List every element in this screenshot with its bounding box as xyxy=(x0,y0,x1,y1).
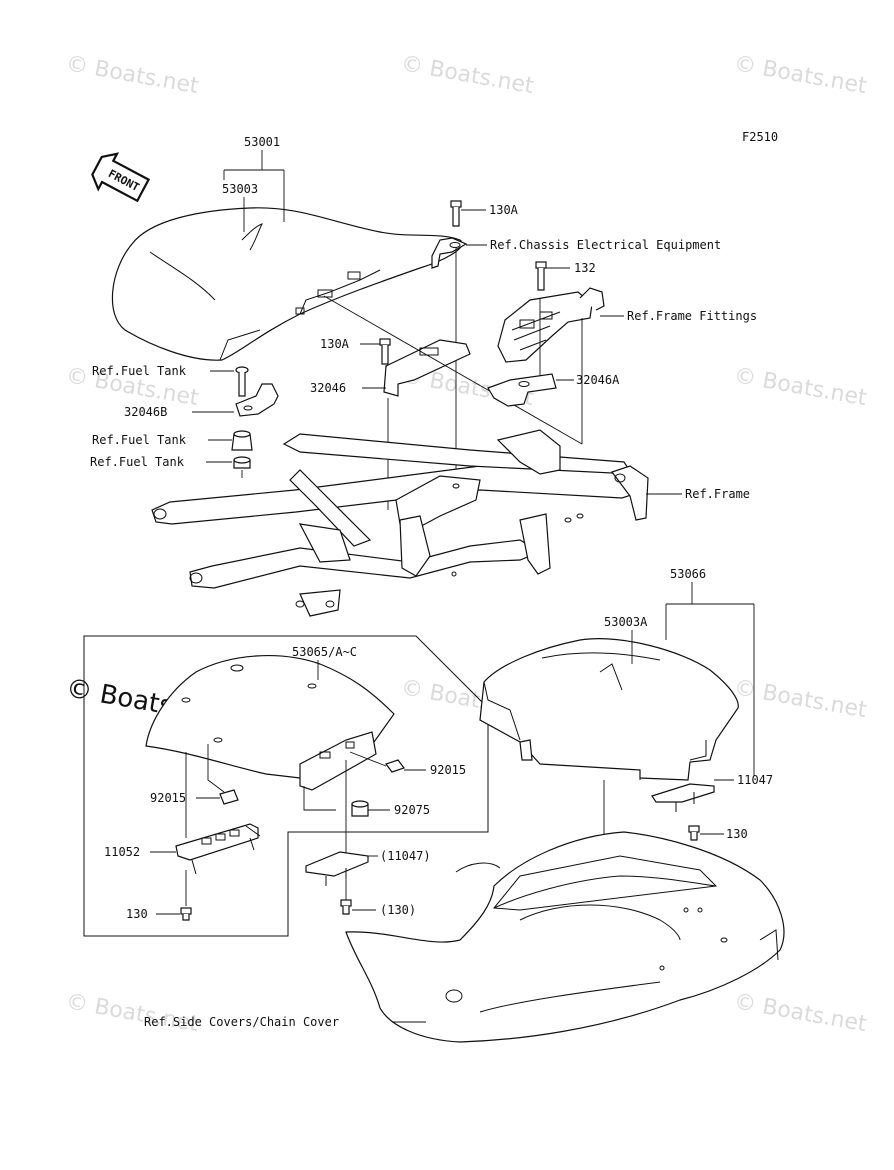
watermark: © Boats.net xyxy=(732,51,869,99)
damper-92075 xyxy=(351,800,369,817)
label-130a-top: 130A xyxy=(489,203,519,217)
bolt-130a-top xyxy=(450,200,462,227)
bracket-32046a xyxy=(487,373,557,407)
label-130a-mid: 130A xyxy=(320,337,350,351)
front-arrow-shape xyxy=(91,152,151,203)
rear-frame xyxy=(151,429,649,617)
watermark: © Boats.net xyxy=(732,363,869,411)
bracket-11052 xyxy=(175,823,261,875)
label-53066: 53066 xyxy=(670,567,706,581)
watermark: © Boats.net xyxy=(64,989,201,1037)
label-132: 132 xyxy=(574,261,596,275)
label-92075: 92075 xyxy=(394,803,430,817)
label-53001: 53001 xyxy=(244,135,280,149)
bracket-32046 xyxy=(383,339,471,397)
label-ref-fuel-tank-1: Ref.Fuel Tank xyxy=(92,364,187,378)
bolt-132 xyxy=(535,261,547,291)
collar xyxy=(233,456,251,469)
label-92015-right: 92015 xyxy=(430,763,466,777)
bolt-fuel-tank xyxy=(235,366,249,397)
seat-lock-assembly xyxy=(497,287,605,363)
watermark: © Boats.net xyxy=(732,675,869,723)
label-ref-fuel-tank-3: Ref.Fuel Tank xyxy=(90,455,185,469)
label-ref-fuel-tank-2: Ref.Fuel Tank xyxy=(92,433,187,447)
label-32046b: 32046B xyxy=(124,405,167,419)
watermark: © Boats.net xyxy=(64,51,201,99)
rubber-damper xyxy=(231,430,253,451)
label-11052: 11052 xyxy=(104,845,140,859)
plate-11047-paren xyxy=(305,851,369,886)
label-ref-chassis-electrical: Ref.Chassis Electrical Equipment xyxy=(490,238,721,252)
main-seat xyxy=(111,207,463,361)
label-32046a: 32046A xyxy=(576,373,620,387)
label-130-paren: (130) xyxy=(380,903,416,917)
label-32046: 32046 xyxy=(310,381,346,395)
watermark: © Boats.net xyxy=(399,51,536,99)
bolt-130a-mid xyxy=(379,338,391,365)
rear-seat-cover-53065 xyxy=(145,654,395,791)
watermark: © Boats.net xyxy=(732,989,869,1037)
tail-cover xyxy=(345,831,785,1043)
bolt-130-left xyxy=(180,907,192,921)
bracket-32046b xyxy=(235,383,279,417)
label-130-left: 130 xyxy=(126,907,148,921)
label-11047-right: 11047 xyxy=(737,773,773,787)
plate-11047-right xyxy=(651,783,715,812)
label-53003a: 53003A xyxy=(604,615,648,629)
figure-code: F2510 xyxy=(742,130,778,144)
clip-nut-92015-right xyxy=(385,759,405,773)
label-11047-paren: (11047) xyxy=(380,849,431,863)
label-92015-left: 92015 xyxy=(150,791,186,805)
clip-nut-92015-left xyxy=(219,789,239,805)
chassis-bracket xyxy=(431,237,468,269)
inset-panel-outline xyxy=(83,635,489,937)
seat-cowl-53066 xyxy=(479,638,739,781)
bolt-130-paren xyxy=(340,899,352,915)
label-ref-frame-fittings: Ref.Frame Fittings xyxy=(627,309,757,323)
label-130-right: 130 xyxy=(726,827,748,841)
label-53065: 53065/A~C xyxy=(292,645,357,659)
label-53003: 53003 xyxy=(222,182,258,196)
front-arrow: FRONT xyxy=(91,152,151,203)
label-ref-side-covers: Ref.Side Covers/Chain Cover xyxy=(144,1015,339,1029)
bolt-130-right xyxy=(688,825,700,841)
label-ref-frame: Ref.Frame xyxy=(685,487,750,501)
